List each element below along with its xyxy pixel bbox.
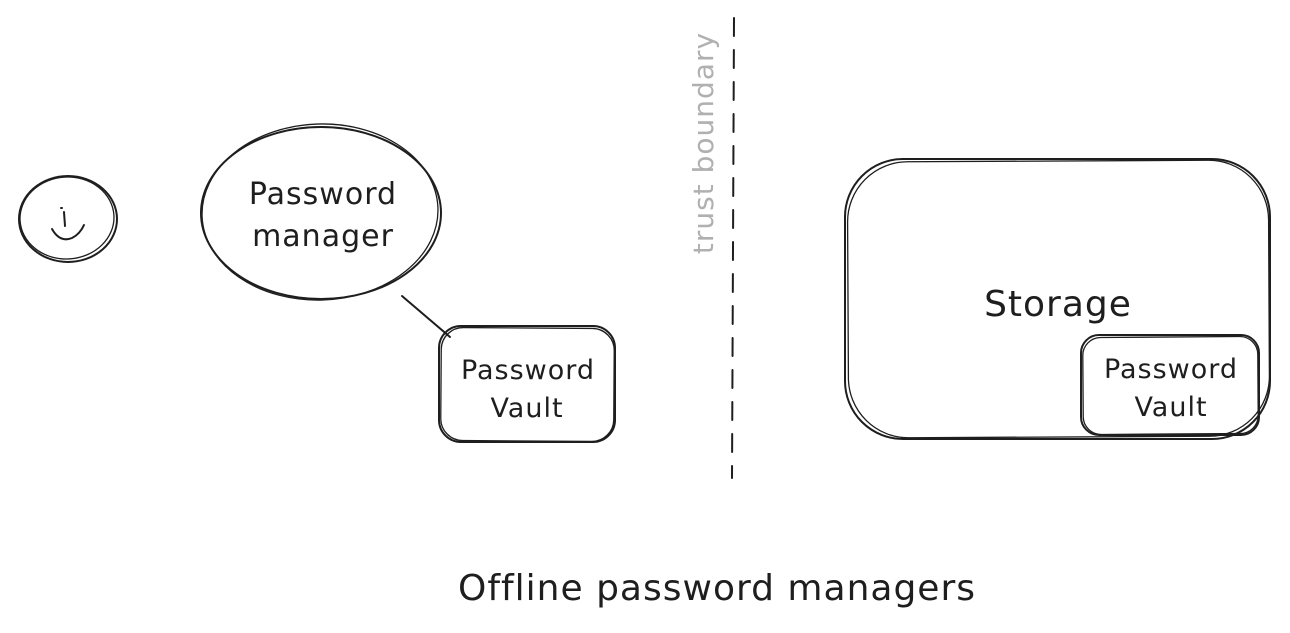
password-vault-local-label-line2: Vault — [490, 393, 563, 424]
password-manager-label-line1: Password — [249, 177, 397, 212]
password-vault-storage-label-line1: Password — [1104, 354, 1238, 385]
password-vault-local-shape — [438, 325, 616, 443]
trust-boundary: trust boundary — [687, 17, 735, 479]
password-manager-node: Password manager — [200, 123, 442, 301]
password-manager-label-line2: manager — [252, 219, 394, 254]
password-vault-local-label-line1: Password — [461, 355, 595, 386]
trust-boundary-label: trust boundary — [687, 32, 720, 254]
storage-label: Storage — [984, 284, 1132, 325]
user-node — [18, 175, 118, 263]
storage-node: Storage — [844, 158, 1271, 440]
password-vault-local-node: Password Vault — [438, 325, 616, 443]
storage-shape — [844, 158, 1271, 440]
smiley-face-icon — [18, 175, 118, 263]
password-manager-shape — [200, 126, 442, 300]
password-vault-storage-shape — [1080, 334, 1260, 436]
password-vault-storage-label-line2: Vault — [1134, 392, 1207, 423]
trust-boundary-line — [731, 17, 735, 479]
password-vault-storage-node: Password Vault — [1080, 334, 1260, 436]
diagram-title: Offline password managers — [458, 568, 976, 609]
